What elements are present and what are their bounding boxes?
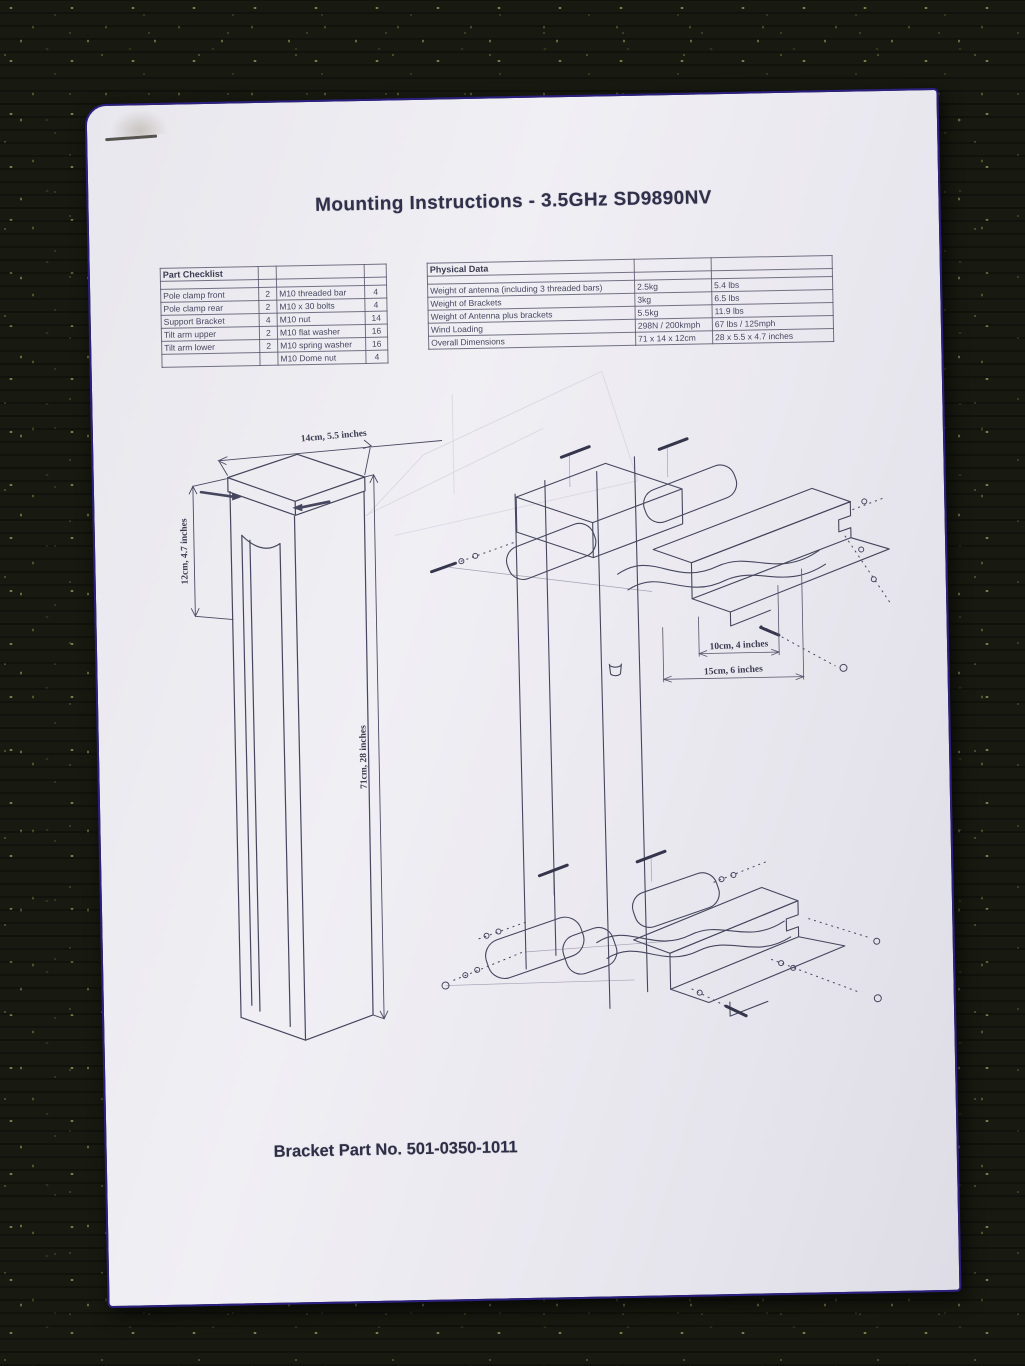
print-through-ghost [364, 370, 639, 536]
table-cell: 4 [364, 285, 387, 299]
antenna-width-label: 14cm, 5.5 inches [301, 429, 368, 445]
bracket-exploded-drawing: 10cm, 4 inches 15cm, 6 inches [430, 437, 891, 1018]
table-cell: 4 [364, 298, 388, 312]
bracket-part-number: Bracket Part No. 501-0350-1011 [273, 1138, 518, 1161]
table-cell [258, 266, 277, 280]
page-title: Mounting Instructions - 3.5GHz SD9890NV [314, 187, 712, 216]
table-cell: 14 [365, 311, 388, 325]
bracket-inner-dimension-label: 10cm, 4 inches [709, 639, 769, 652]
table-cell [259, 352, 279, 366]
bracket-outer-dimension-label: 15cm, 6 inches [704, 664, 764, 677]
table-cell: 2 [258, 287, 277, 301]
table-cell: 2 [259, 326, 278, 340]
table-cell: 2 [259, 339, 278, 353]
table-cell: 4 [259, 313, 278, 327]
antenna-depth-label: 12cm, 4.7 inches [179, 518, 190, 584]
table-cell [364, 264, 387, 278]
instruction-sheet: Mounting Instructions - 3.5GHz SD9890NV … [84, 87, 962, 1309]
table-cell: 28 x 5.5 x 4.7 inches [712, 328, 834, 344]
table-cell: 2 [258, 300, 278, 314]
table-cell [161, 352, 261, 368]
staple [105, 134, 158, 142]
antenna-dimension-drawing: 14cm, 5.5 inches 12cm, 4.7 inches 71cm, … [179, 429, 443, 1041]
table-cell: 71 x 14 x 12cm [635, 330, 713, 346]
antenna-height-label: 71cm, 28 inches [358, 725, 369, 789]
